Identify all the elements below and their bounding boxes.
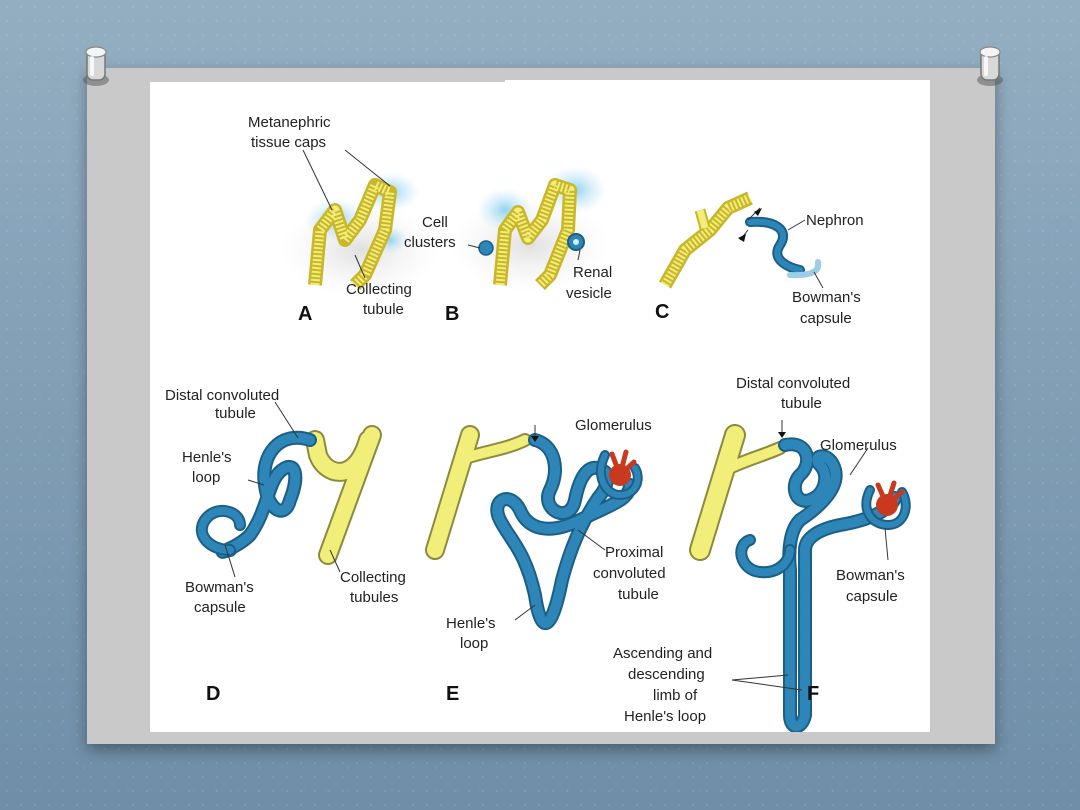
label-d-tubules: tubules	[350, 589, 398, 606]
panel-d: Distal convoluted tubule Henle's loop Bo…	[165, 387, 406, 705]
label-clusters: clusters	[404, 234, 456, 251]
panel-letter-b: B	[445, 303, 459, 325]
label-d-tubule: tubule	[215, 405, 256, 422]
label-d-capsule: capsule	[194, 599, 246, 616]
label-tubule: tubule	[363, 301, 404, 318]
label-f-glomerulus: Glomerulus	[820, 437, 897, 454]
panel-letter-e: E	[446, 683, 459, 705]
label-f-limb-of: limb of	[653, 687, 698, 704]
panel-c: Nephron Bowman's capsule C	[655, 191, 864, 327]
panel-e: Glomerulus Proximal convoluted tubule He…	[425, 417, 666, 705]
label-d-loop: loop	[192, 469, 220, 486]
label-f-ascending: Ascending and	[613, 645, 712, 662]
panel-letter-c: C	[655, 301, 669, 323]
label-e-glomerulus: Glomerulus	[575, 417, 652, 434]
panel-letter-d: D	[206, 683, 220, 705]
label-collecting: Collecting	[346, 281, 412, 298]
label-e-loop: loop	[460, 635, 488, 652]
label-f-henles-loop: Henle's loop	[624, 708, 706, 725]
label-d-collecting: Collecting	[340, 569, 406, 586]
label-c-capsule: capsule	[800, 310, 852, 327]
nephron-diagram: Metanephric tissue caps Collecting tubul…	[150, 80, 930, 732]
panel-letter-a: A	[298, 303, 312, 325]
label-cell: Cell	[422, 214, 448, 231]
label-e-tubule: tubule	[618, 586, 659, 603]
label-d-bowmans: Bowman's	[185, 579, 254, 596]
pushpin-right-icon	[977, 46, 1003, 86]
label-f-capsule: capsule	[846, 588, 898, 605]
label-c-bowmans: Bowman's	[792, 289, 861, 306]
label-nephron: Nephron	[806, 212, 864, 229]
label-d-distal: Distal convoluted	[165, 387, 279, 404]
label-f-tubule: tubule	[781, 395, 822, 412]
panel-letter-f: F	[807, 683, 819, 705]
panel-f: Distal convoluted tubule Glomerulus Bowm…	[613, 375, 911, 732]
panel-a: Metanephric tissue caps Collecting tubul…	[248, 114, 440, 325]
label-metanephric: Metanephric	[248, 114, 331, 131]
label-e-proximal: Proximal	[605, 544, 663, 561]
panel-b: Cell clusters Renal vesicle B	[404, 166, 612, 325]
label-f-distal: Distal convoluted	[736, 375, 850, 392]
label-vesicle: vesicle	[566, 285, 612, 302]
label-f-bowmans: Bowman's	[836, 567, 905, 584]
pushpin-left-icon	[83, 46, 109, 86]
label-e-convoluted: convoluted	[593, 565, 666, 582]
label-e-henles: Henle's	[446, 615, 496, 632]
label-renal: Renal	[573, 264, 612, 281]
label-d-henles: Henle's	[182, 449, 232, 466]
label-tissue-caps: tissue caps	[251, 134, 326, 151]
label-f-descending: descending	[628, 666, 705, 683]
